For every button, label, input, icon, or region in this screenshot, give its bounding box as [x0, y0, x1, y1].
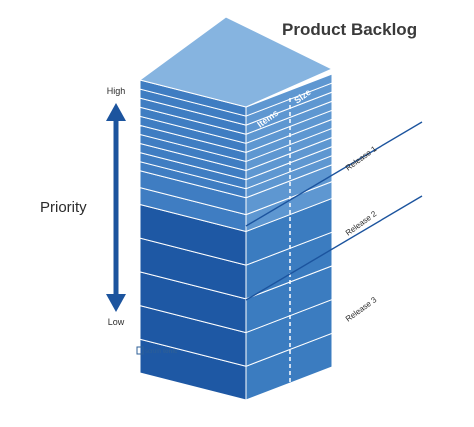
release-2-line	[245, 195, 423, 301]
release-3-label: Release 3	[344, 295, 379, 324]
release-1-line	[245, 121, 423, 227]
release-2-label: Release 2	[344, 209, 379, 238]
priority-arrow	[106, 103, 126, 312]
backlog-stack	[138, 16, 334, 401]
backlog-slab-right	[245, 73, 333, 117]
diagram-title: Product Backlog	[282, 20, 417, 39]
priority-label: Priority	[40, 199, 87, 216]
priority-low-label: Low	[108, 317, 125, 327]
backlog-top-face	[138, 16, 334, 108]
arrow-down-icon	[106, 294, 126, 312]
arrow-up-icon	[106, 103, 126, 121]
logo-text-b: tonic	[163, 349, 178, 355]
release-lines	[245, 121, 423, 301]
logo-text-a: scrum	[145, 349, 161, 355]
release-1-label: Release 1	[344, 144, 379, 173]
priority-high-label: High	[107, 86, 126, 96]
logo-check-icon	[136, 346, 144, 355]
scrumtonic-logo: scrum tonic	[136, 346, 178, 355]
